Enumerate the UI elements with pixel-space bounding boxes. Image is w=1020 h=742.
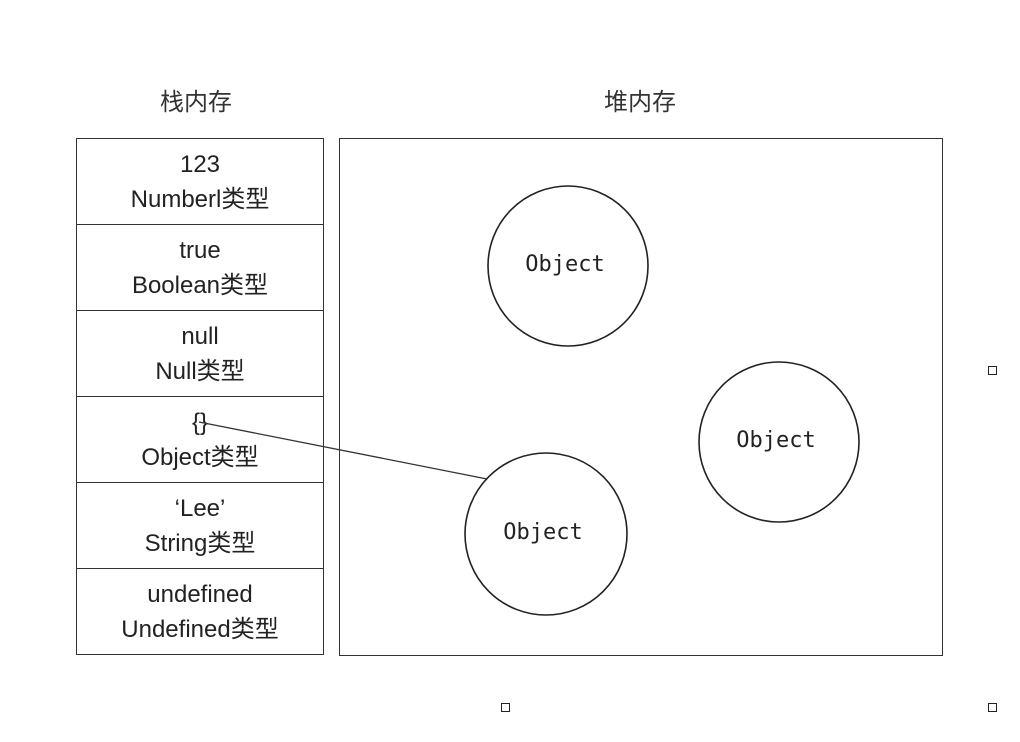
stack-cell-undefined: undefined Undefined类型: [77, 569, 323, 654]
heap-object-top: Object: [487, 185, 649, 347]
stack-cell-value: 123: [179, 150, 221, 178]
heap-object-bottom: Object: [464, 452, 628, 616]
heap-object-circle: [487, 185, 649, 347]
heap-object-label: Object: [736, 428, 815, 453]
heap-object-label: Object: [503, 520, 582, 545]
stack-cell-type: Undefined类型: [121, 615, 279, 643]
stack-cell-type: Null类型: [155, 357, 245, 385]
resize-handle-right[interactable]: [988, 366, 997, 375]
heap-object-label: Object: [525, 252, 604, 277]
stack-cell-type: Numberl类型: [130, 185, 270, 213]
heap-object-circle: [698, 361, 860, 523]
heap-memory-box: [339, 138, 943, 656]
stack-cell-object: {} Object类型: [77, 397, 323, 483]
resize-handle-bottom[interactable]: [501, 703, 510, 712]
stack-cell-value: ‘Lee’: [174, 494, 226, 522]
heap-memory-title: 堆内存: [604, 88, 676, 116]
stack-cell-string: ‘Lee’ String类型: [77, 483, 323, 569]
stack-memory-box: 123 Numberl类型 true Boolean类型 null Null类型…: [76, 138, 324, 655]
stack-cell-null: null Null类型: [77, 311, 323, 397]
stack-cell-type: String类型: [144, 529, 256, 557]
stack-memory-title: 栈内存: [160, 88, 232, 116]
stack-cell-number: 123 Numberl类型: [77, 139, 323, 225]
stack-cell-type: Boolean类型: [131, 271, 269, 299]
stack-cell-type: Object类型: [141, 443, 259, 471]
stack-cell-value: undefined: [147, 580, 253, 608]
stack-cell-value: null: [181, 322, 219, 350]
resize-handle-corner[interactable]: [988, 703, 997, 712]
reference-arrow: [198, 421, 488, 480]
stack-cell-value: true: [179, 236, 221, 264]
heap-object-circle: [464, 452, 628, 616]
stack-cell-boolean: true Boolean类型: [77, 225, 323, 311]
heap-object-right: Object: [698, 361, 860, 523]
